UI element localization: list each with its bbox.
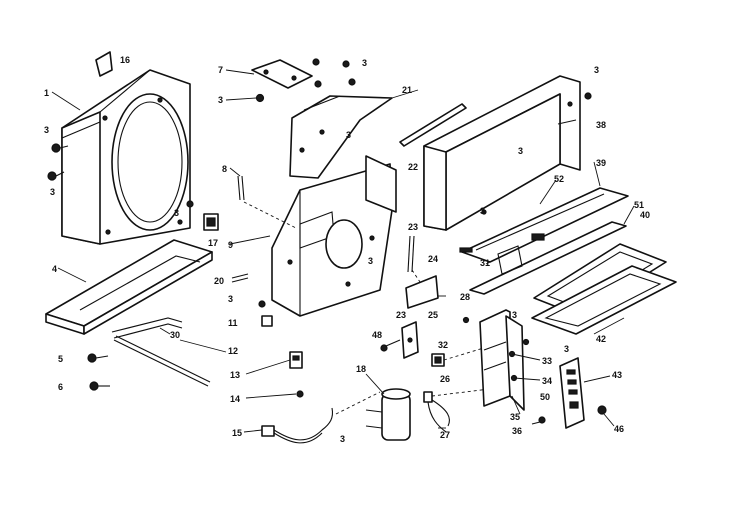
callout-23: 23	[396, 310, 406, 320]
callout-3: 3	[218, 95, 223, 105]
control-panel-part	[531, 357, 607, 429]
callout-42: 42	[596, 334, 606, 344]
rod-parts	[111, 273, 249, 387]
callout-3: 3	[44, 125, 49, 135]
callout-3: 3	[512, 310, 517, 320]
callout-20: 20	[214, 276, 224, 286]
leader-lines	[51, 69, 635, 433]
fan-shroud-part	[61, 69, 191, 245]
callout-3: 3	[480, 206, 485, 216]
callout-9: 9	[228, 240, 233, 250]
bracket-23-part	[405, 235, 439, 309]
callout-28: 28	[460, 292, 470, 302]
callout-52: 52	[554, 174, 564, 184]
callout-7: 7	[218, 65, 223, 75]
partition-panel-part	[271, 155, 397, 317]
bracket-16-part	[95, 51, 113, 77]
callout-33: 33	[542, 356, 552, 366]
callout-5: 5	[58, 354, 63, 364]
control-box-part	[462, 309, 530, 411]
callout-36: 36	[512, 426, 522, 436]
callout-14: 14	[230, 394, 240, 404]
callout-3: 3	[340, 434, 345, 444]
callout-3: 3	[50, 187, 55, 197]
callout-48: 48	[372, 330, 382, 340]
callout-51: 51	[634, 200, 644, 210]
base-pan-part	[459, 187, 629, 295]
callout-24: 24	[428, 254, 438, 264]
capacitor-18-part	[335, 388, 411, 441]
callout-3: 3	[368, 256, 373, 266]
callout-labels: 16 1 7 3 3 3 3 3 3 3 3 3 3 3 3 3 3 21 22…	[44, 55, 650, 444]
clip-8-part	[237, 175, 297, 229]
callout-18: 18	[356, 364, 366, 374]
callout-17: 17	[208, 238, 218, 248]
base-tray-part	[45, 239, 213, 335]
callout-3: 3	[518, 146, 523, 156]
callout-26: 26	[440, 374, 450, 384]
callout-3: 3	[564, 344, 569, 354]
callout-31: 31	[480, 258, 490, 268]
callout-27: 27	[440, 430, 450, 440]
callout-23: 23	[408, 222, 418, 232]
callout-1: 1	[44, 88, 49, 98]
callout-3: 3	[174, 208, 179, 218]
top-bracket-part	[251, 59, 313, 103]
callout-22: 22	[408, 162, 418, 172]
top-cover-part	[289, 58, 393, 179]
control-bracket-part	[380, 321, 419, 359]
callout-11: 11	[228, 318, 238, 328]
callout-16: 16	[120, 55, 130, 65]
callout-21: 21	[402, 85, 412, 95]
callout-13: 13	[230, 370, 240, 380]
switch-17-part	[186, 200, 219, 231]
callout-3: 3	[346, 130, 351, 140]
callout-50: 50	[540, 392, 550, 402]
cabinet-wrapper-part	[423, 75, 592, 231]
callout-38: 38	[596, 120, 606, 130]
callout-12: 12	[228, 346, 238, 356]
gasket-frame-part	[531, 265, 677, 335]
clip-11-part	[258, 300, 273, 327]
callout-4: 4	[52, 264, 57, 274]
callout-32: 32	[438, 340, 448, 350]
callout-15: 15	[232, 428, 242, 438]
callout-25: 25	[428, 310, 438, 320]
callout-35: 35	[510, 412, 520, 422]
callout-40: 40	[640, 210, 650, 220]
screw-group-lower-left	[87, 353, 110, 391]
callout-6: 6	[58, 382, 63, 392]
screw-group-left	[47, 143, 69, 181]
callout-3: 3	[228, 294, 233, 304]
callout-3: 3	[362, 58, 367, 68]
callout-3: 3	[594, 65, 599, 75]
power-cord-part	[261, 390, 334, 444]
terminal-13-part	[289, 351, 303, 369]
callout-39: 39	[596, 158, 606, 168]
callout-43: 43	[612, 370, 622, 380]
callout-30: 30	[170, 330, 180, 340]
callout-8: 8	[222, 164, 227, 174]
rail-strip-part	[399, 103, 467, 147]
callout-34: 34	[542, 376, 552, 386]
callout-46: 46	[614, 424, 624, 434]
